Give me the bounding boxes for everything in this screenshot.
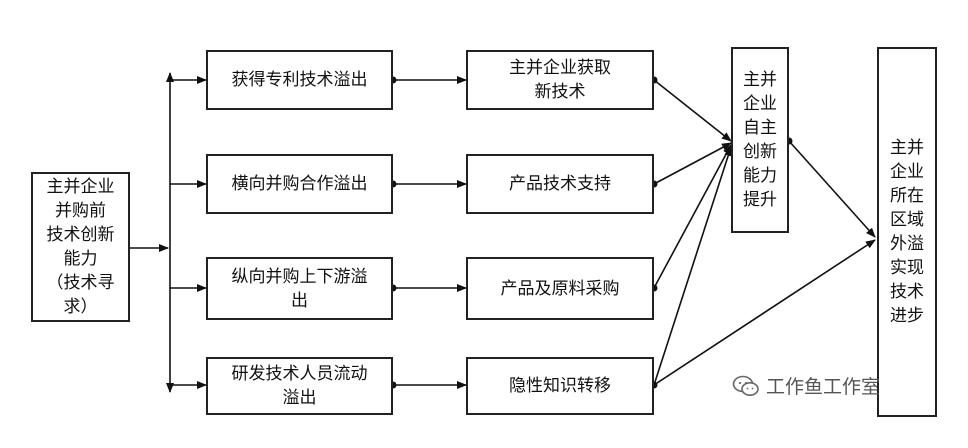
effect-box-tacit-knowledge: 隐性知识转移 [466,357,654,415]
watermark-text: 工作鱼工作室 [766,376,881,398]
spillover-label: 获得专利技术溢出 [231,70,368,90]
spillover-label: 研发技术人员流动 溢出 [231,364,368,408]
effect-label: 产品技术支持 [509,174,611,194]
spillover-box-patent: 获得专利技术溢出 [206,50,393,110]
spillover-label: 纵向并购上下游溢 出 [231,266,368,311]
outcome-box: 主并 企业 所在 区域 外溢 实现 技术 进步 [877,47,937,417]
effect-to-capability-2 [653,142,732,185]
effect-box-product-support: 产品技术支持 [466,154,654,214]
effect-label: 产品及原料采购 [500,278,620,299]
start-box-label: 主并企业 并购前 技术创新 能力 （技术寻 求） [46,177,115,317]
spillover-label: 横向并购合作溢出 [231,174,368,194]
effect-to-capability-1 [653,79,732,142]
effect-box-new-tech: 主并企业获取 新技术 [466,50,654,110]
spillover-box-horizontal: 横向并购合作溢出 [206,154,393,214]
effect-label: 隐性知识转移 [509,376,611,396]
effect-box-procurement: 产品及原料采购 [466,257,654,320]
start-box: 主并企业 并购前 技术创新 能力 （技术寻 求） [31,172,130,322]
outcome-label: 主并 企业 所在 区域 外溢 实现 技术 进步 [890,138,924,326]
watermark: 工作鱼工作室 [732,372,880,399]
wechat-icon [732,375,759,396]
effect-to-capability-4 [653,146,733,386]
capability-to-outcome [788,140,876,238]
capability-box: 主并 企业 自主 创新 能力 提升 [731,47,789,233]
spillover-box-personnel: 研发技术人员流动 溢出 [206,357,393,415]
effect-label: 主并企业获取 新技术 [509,58,611,102]
capability-label: 主并 企业 自主 创新 能力 提升 [743,70,777,210]
spillover-box-vertical: 纵向并购上下游溢 出 [206,257,393,320]
effect-to-outcome [653,239,876,386]
effect-to-capability-3 [653,144,732,289]
